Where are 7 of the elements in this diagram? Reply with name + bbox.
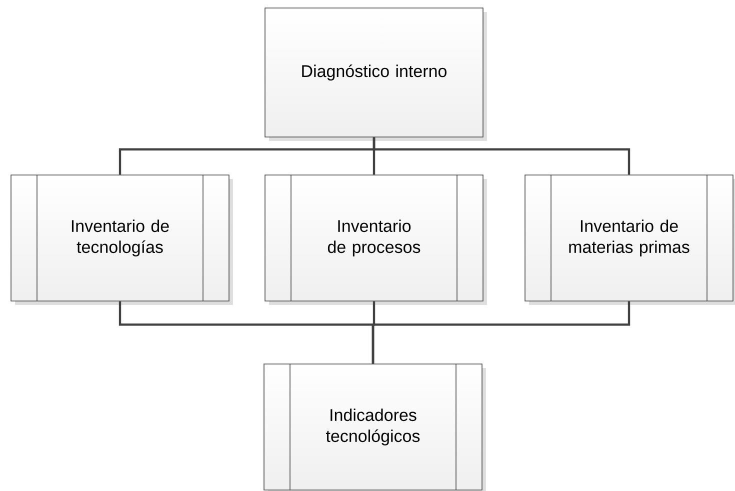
process-box: Inventario de tecnologías — [10, 174, 233, 305]
box: Diagnóstico interno — [264, 8, 487, 141]
process-box: Inventario de materias primas — [524, 174, 735, 305]
process-box: Indicadores tecnológicos — [264, 364, 486, 491]
connector — [372, 137, 630, 175]
process-box: Inventario de procesos — [264, 174, 487, 305]
connector — [372, 301, 630, 364]
